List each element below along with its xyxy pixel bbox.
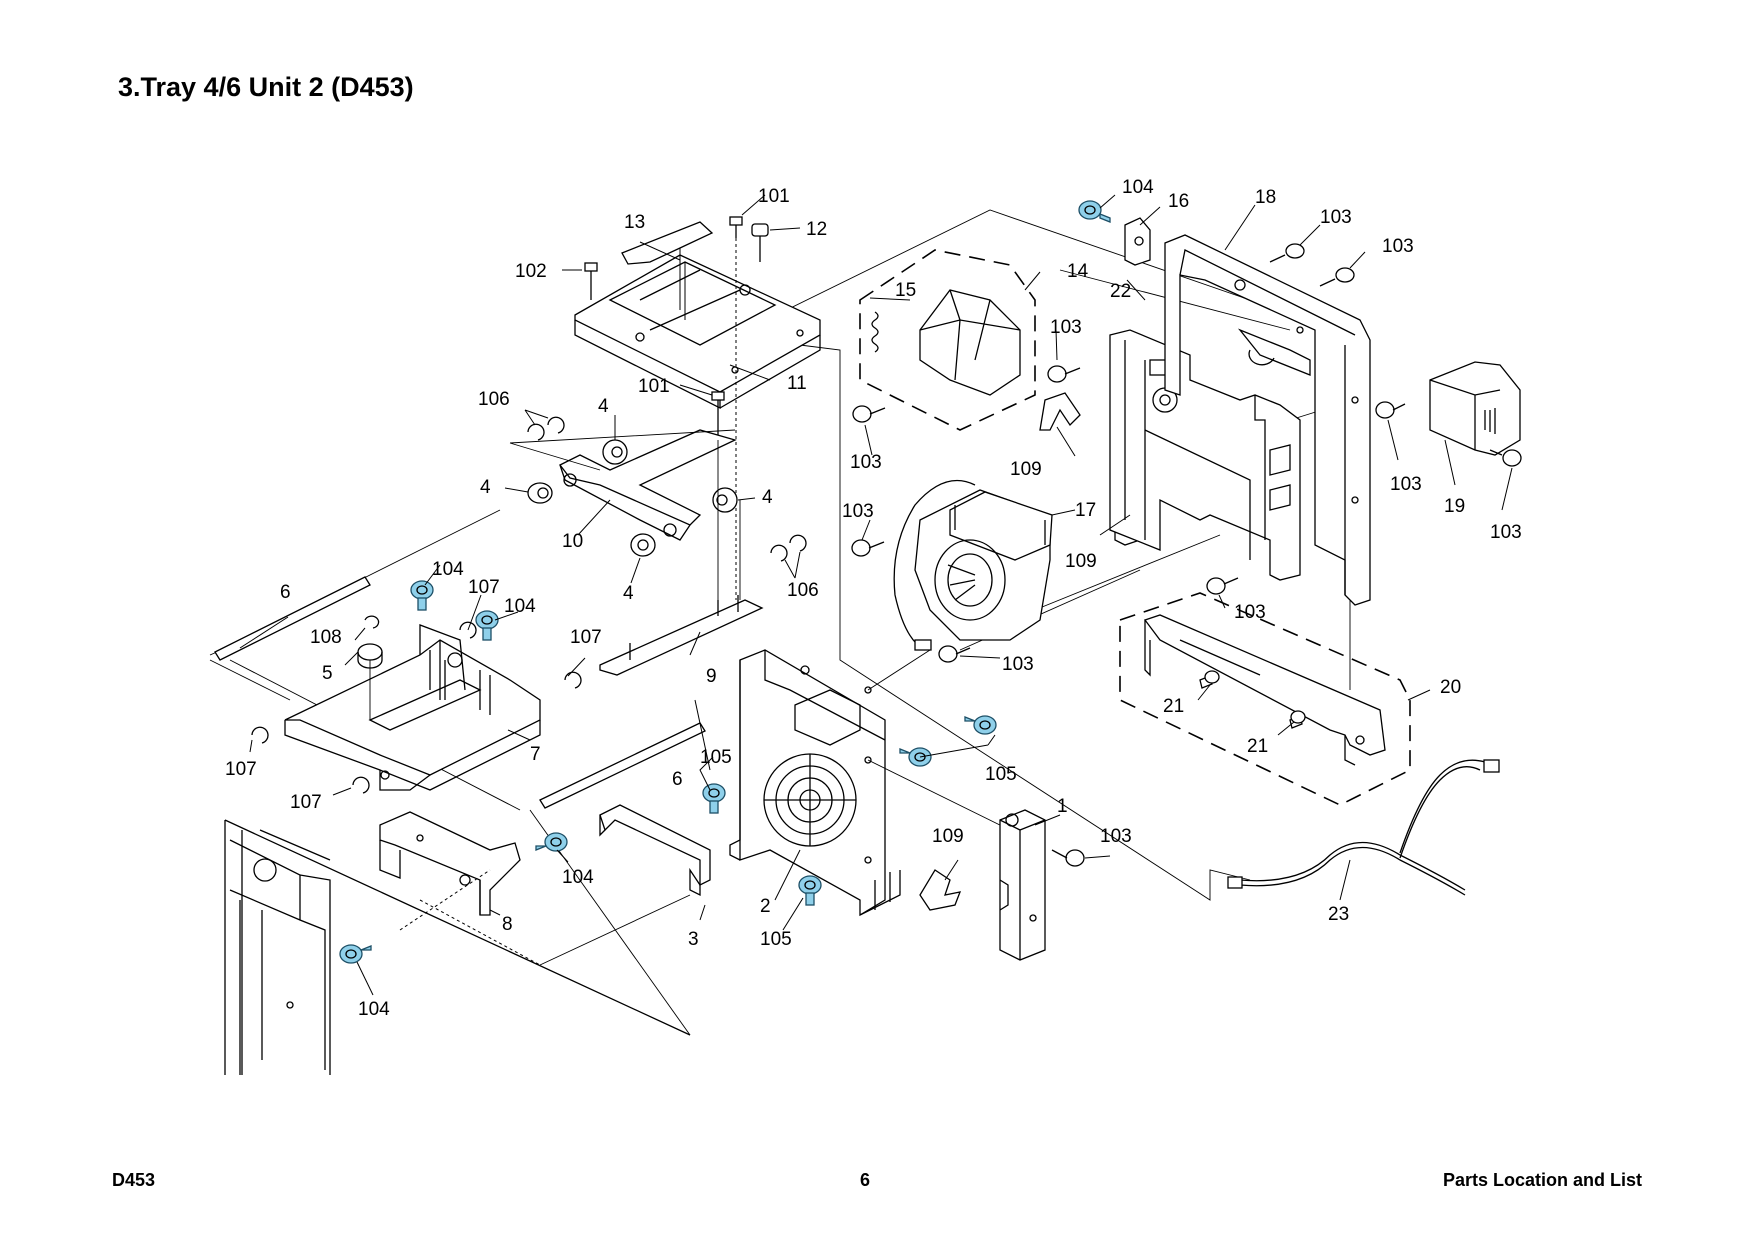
callout-4: 4 [762, 487, 773, 508]
callout-107: 107 [468, 577, 500, 598]
callout-104: 104 [1122, 177, 1154, 198]
callout-13: 13 [624, 212, 645, 233]
callout-106: 106 [787, 580, 819, 601]
callout-22: 22 [1110, 281, 1131, 302]
screws-21 [1204, 670, 1306, 724]
part-2-fan-duct [729, 649, 1011, 917]
callout-5: 5 [322, 663, 333, 684]
callout-6: 6 [280, 582, 291, 603]
callout-103: 103 [1100, 826, 1132, 847]
callout-103: 103 [850, 452, 882, 473]
page-title: 3.Tray 4/6 Unit 2 (D453) [118, 72, 414, 102]
part-19-cover [1429, 361, 1521, 456]
callout-18: 18 [1255, 187, 1276, 208]
part-18-frame [1164, 234, 1371, 606]
callout-2: 2 [760, 896, 771, 917]
callout-103: 103 [1390, 474, 1422, 495]
callout-109: 109 [1010, 459, 1042, 480]
callout-10: 10 [562, 531, 583, 552]
callout-102: 102 [515, 261, 547, 282]
callout-11: 11 [787, 373, 807, 394]
screws-top [584, 216, 769, 600]
part-3-bracket [599, 804, 711, 897]
footer-section: Parts Location and List [1442, 1170, 1642, 1190]
part-9-bar [599, 440, 764, 676]
callout-107: 107 [290, 792, 322, 813]
callout-103: 103 [1320, 207, 1352, 228]
part-23-cable [1227, 759, 1500, 896]
callout-103: 103 [1490, 522, 1522, 543]
callout-4: 4 [480, 477, 491, 498]
callout-103: 103 [1002, 654, 1034, 675]
callout-109: 109 [932, 826, 964, 847]
part-8-bracket [379, 811, 521, 931]
part-14-dashed-group [859, 249, 1036, 431]
footer-model: D453 [112, 1170, 156, 1190]
rollers-4-and-washers-106 [527, 416, 807, 562]
callout-9: 9 [706, 666, 717, 687]
part-1-bracket [999, 809, 1046, 961]
callout-3: 3 [688, 929, 699, 950]
callout-101: 101 [758, 186, 790, 207]
part-16-bracket [1124, 217, 1151, 266]
callout-8: 8 [502, 914, 513, 935]
callout-17: 17 [1075, 500, 1096, 521]
base-frame [224, 819, 691, 1075]
callout-7: 7 [530, 744, 541, 765]
callout-21: 21 [1247, 736, 1268, 757]
leader-lines [239, 194, 1513, 996]
callout-104: 104 [562, 867, 594, 888]
callout-108: 108 [310, 627, 342, 648]
callout-104: 104 [432, 559, 464, 580]
callout-103: 103 [842, 501, 874, 522]
callout-105: 105 [700, 747, 732, 768]
callout-109: 109 [1065, 551, 1097, 572]
part-20-dashed-group [1119, 592, 1411, 806]
washers-107 [251, 621, 582, 794]
part-22-frame [1109, 329, 1301, 581]
callout-20: 20 [1440, 677, 1461, 698]
callout-105: 105 [760, 929, 792, 950]
screws-104-105-highlighted [339, 200, 1111, 964]
callout-19: 19 [1444, 496, 1465, 517]
callout-21: 21 [1163, 696, 1184, 717]
callout-16: 16 [1168, 191, 1189, 212]
callout-106: 106 [478, 389, 510, 410]
callout-4: 4 [598, 396, 609, 417]
callout-101: 101 [638, 376, 670, 397]
callout-104: 104 [358, 999, 390, 1020]
callout-6: 6 [672, 769, 683, 790]
footer-page-number: 6 [860, 1170, 871, 1190]
callout-105: 105 [985, 764, 1017, 785]
callout-15: 15 [895, 280, 916, 301]
callout-12: 12 [806, 219, 827, 240]
callout-4: 4 [623, 583, 634, 604]
callout-103: 103 [1050, 317, 1082, 338]
callout-103: 103 [1234, 602, 1266, 623]
part-10-bracket [509, 429, 737, 541]
part-17-blower-fan [893, 479, 1053, 651]
screws-103 [851, 243, 1522, 867]
callout-107: 107 [225, 759, 257, 780]
callouts: 101 12 13 102 11 101 106 4 4 4 10 4 106 … [225, 177, 1522, 1020]
callout-14: 14 [1067, 261, 1089, 282]
callout-23: 23 [1328, 904, 1349, 925]
callout-1: 1 [1057, 796, 1068, 817]
callout-107: 107 [570, 627, 602, 648]
callout-103: 103 [1382, 236, 1414, 257]
part-11-top-bracket [574, 254, 821, 410]
part-7-bracket [284, 624, 541, 791]
callout-104: 104 [504, 596, 536, 617]
